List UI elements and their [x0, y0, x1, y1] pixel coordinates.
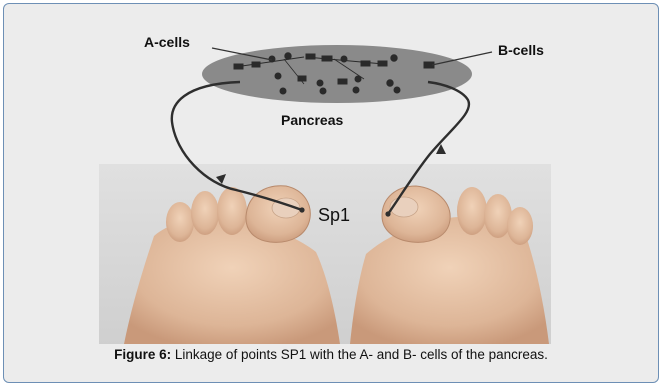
sp1-point-left — [299, 207, 304, 212]
a-cells-label: A-cells — [144, 34, 190, 50]
figure-caption: Figure 6: Linkage of points SP1 with the… — [4, 347, 658, 362]
diagram-canvas — [4, 4, 659, 344]
pancreas-label: Pancreas — [281, 112, 343, 128]
figure-number: Figure 6: — [114, 347, 171, 362]
sp1-point-right — [385, 211, 390, 216]
figure-frame: A-cells B-cells Pancreas Sp1 Figure 6: L… — [3, 3, 659, 383]
figure-illustration: A-cells B-cells Pancreas Sp1 — [4, 4, 659, 344]
b-cells-label: B-cells — [498, 42, 544, 58]
sp1-label: Sp1 — [318, 205, 350, 226]
caption-text: Linkage of points SP1 with the A- and B-… — [171, 347, 548, 362]
